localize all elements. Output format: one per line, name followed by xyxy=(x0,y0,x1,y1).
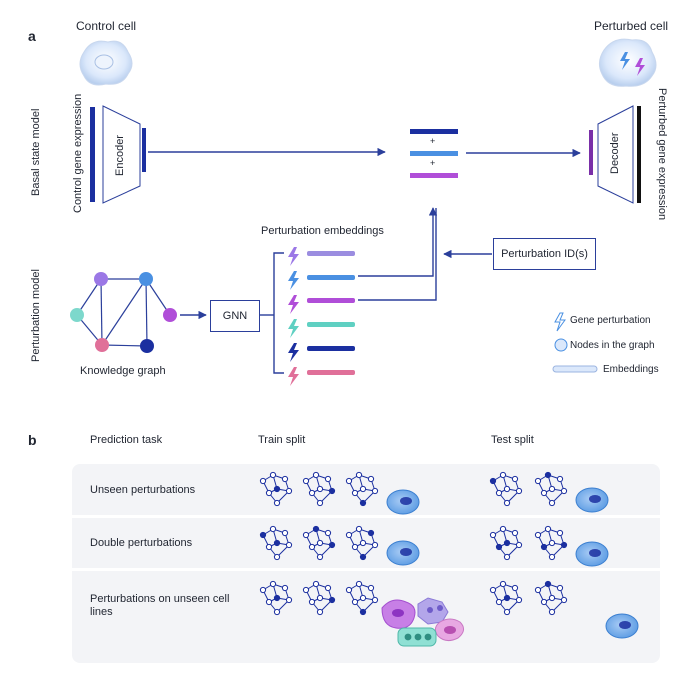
cell-icon xyxy=(575,541,609,567)
panel-a-label: a xyxy=(28,28,36,44)
control-cell-icon xyxy=(79,40,133,86)
knowledge-graph-label: Knowledge graph xyxy=(80,365,166,377)
plus-sign-2: + xyxy=(430,158,436,168)
header-train-split: Train split xyxy=(258,434,306,446)
control-expression-bar xyxy=(90,107,95,202)
mini-graph xyxy=(259,525,293,561)
mini-graph xyxy=(489,471,523,507)
perturbed-cell-icon xyxy=(598,38,657,87)
perturbation-ids-box: Perturbation ID(s) xyxy=(493,238,596,270)
mini-graph xyxy=(345,525,379,561)
legend-embedding-icon xyxy=(552,365,598,373)
mini-graph xyxy=(534,580,568,616)
gnn-box: GNN xyxy=(210,300,260,332)
perturbed-expression-bar xyxy=(637,106,641,203)
cell-icon xyxy=(605,613,639,639)
mini-graph xyxy=(489,525,523,561)
embedding-bar-purple xyxy=(410,173,458,178)
mini-graph xyxy=(259,471,293,507)
embedding-bar-blue xyxy=(410,151,458,156)
legend-gene-perturbation: Gene perturbation xyxy=(570,315,651,326)
legend-node-icon xyxy=(554,338,568,352)
mini-graph xyxy=(302,471,336,507)
cell-icon xyxy=(386,540,420,566)
header-test-split: Test split xyxy=(491,434,534,446)
decoder-shape xyxy=(597,105,634,204)
legend-nodes: Nodes in the graph xyxy=(570,340,655,351)
perturbation-embeddings-label: Perturbation embeddings xyxy=(261,225,384,237)
mini-graph xyxy=(534,525,568,561)
decoder-label: Decoder xyxy=(609,132,621,174)
cell-lines-cluster xyxy=(381,597,464,647)
mini-graph xyxy=(259,580,293,616)
graph-node xyxy=(140,339,154,353)
perturbed-cell-label: Perturbed cell xyxy=(594,19,669,33)
control-cell-label: Control cell xyxy=(76,19,137,33)
cell-icon xyxy=(575,487,609,513)
row-label-double: Double perturbations xyxy=(90,537,193,549)
row-label-cell-lines: Perturbations on unseen cell lines xyxy=(90,593,230,618)
encoder-shape xyxy=(102,105,141,204)
mini-graph xyxy=(302,580,336,616)
panel-b-label: b xyxy=(28,432,37,448)
mini-graph xyxy=(345,580,379,616)
mini-graph xyxy=(534,471,568,507)
row-label-unseen: Unseen perturbations xyxy=(90,484,196,496)
graph-node xyxy=(95,338,109,352)
legend-lightning-icon xyxy=(554,312,566,332)
mini-graph xyxy=(302,525,336,561)
decoder-input-bar xyxy=(589,130,593,175)
embedding-list xyxy=(288,247,355,386)
graph-node xyxy=(163,308,177,322)
header-prediction-task: Prediction task xyxy=(90,434,163,446)
graph-node xyxy=(70,308,84,322)
plus-sign-1: + xyxy=(430,136,436,146)
panel-a-diagram xyxy=(70,38,657,386)
latent-bar xyxy=(142,128,146,172)
basal-embedding-bar xyxy=(410,129,458,134)
panel-b-diagram xyxy=(259,471,639,647)
mini-graph xyxy=(345,471,379,507)
graph-node xyxy=(94,272,108,286)
cell-icon xyxy=(386,489,420,515)
knowledge-graph xyxy=(76,278,171,347)
graph-node xyxy=(139,272,153,286)
encoder-label: Encoder xyxy=(114,135,126,176)
legend-embeddings: Embeddings xyxy=(603,364,659,375)
mini-graph xyxy=(489,580,523,616)
